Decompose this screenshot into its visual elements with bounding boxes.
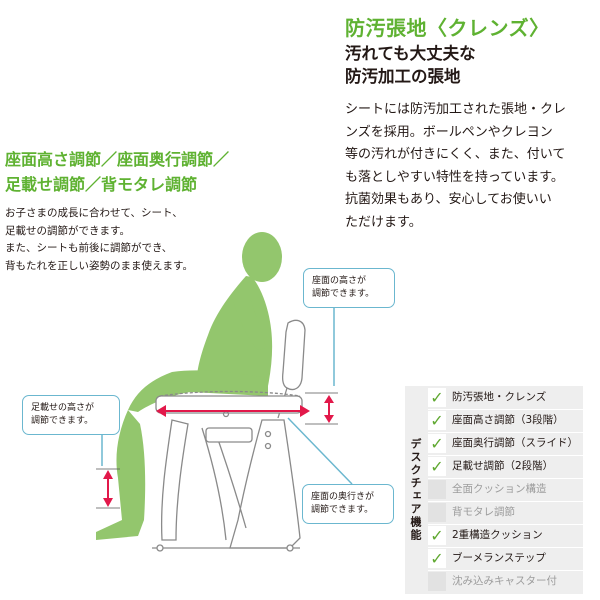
row-divider — [428, 432, 583, 433]
row-divider — [428, 455, 583, 456]
callout-leaders — [101, 306, 353, 485]
cleanse-subtitle-line-2: 防汚加工の張地 — [345, 67, 461, 86]
check-icon: ✓ — [428, 549, 446, 568]
seat-height-callout-line: 座面の高さが — [312, 276, 367, 286]
cleanse-subtitle-line-1: 汚れても大丈夫な — [345, 44, 476, 63]
footrest-guide — [96, 468, 120, 509]
child-figure — [96, 232, 282, 540]
empty-check-box — [428, 572, 446, 591]
cleanse-description-line: 等の汚れが付きにくく、また、付いて — [345, 147, 566, 162]
feature-label: 沈み込みキャスター付 — [452, 575, 557, 587]
cleanse-title: 防汚張地〈クレンズ〉 — [345, 16, 550, 40]
cleanse-description-line: ンズを採用。ボールペンやクレヨン — [345, 124, 553, 140]
check-icon: ✓ — [428, 434, 446, 453]
cleanse-description-line: シートには防汚加工された張地・クレ — [345, 102, 567, 117]
chair-frame — [152, 319, 306, 552]
cleanse-description-line: ただけます。 — [345, 214, 422, 230]
footrest-height-callout-line: 足載せの高さが — [31, 403, 95, 413]
cleanse-description: シートには防汚加工された張地・クレ ンズを採用。ボールペンやクレヨン 等の汚れが… — [345, 99, 566, 234]
adjustment-title: 座面高さ調節／座面奥行調節／ 足載せ調節／背モタレ調節 — [5, 147, 229, 197]
row-divider — [428, 409, 583, 410]
seat-depth-callout-line: 座面の奥行きが — [311, 492, 375, 502]
feature-row: 全面クッション構造 — [425, 479, 583, 500]
feature-row: ✓ 防汚張地・クレンズ — [425, 387, 583, 408]
seat-depth-callout: 座面の奥行きが 調節できます。 — [302, 484, 394, 524]
row-divider — [428, 570, 583, 571]
seat-depth-callout-line: 調節できます。 — [311, 505, 374, 515]
seat-height-callout: 座面の高さが 調節できます。 — [303, 268, 395, 308]
feature-label: ブーメランステップ — [452, 552, 546, 564]
check-icon: ✓ — [428, 526, 446, 545]
feature-row: 背モタレ調節 — [425, 502, 583, 523]
feature-label: 座面奥行調節（スライド） — [452, 437, 578, 449]
cleanse-description-line: も落としやすい特性を持っています。 — [345, 169, 564, 185]
empty-check-box — [428, 480, 446, 499]
feature-label: 背モタレ調節 — [452, 506, 515, 518]
feature-label: 全面クッション構造 — [452, 483, 547, 495]
check-icon: ✓ — [428, 411, 446, 430]
adjustment-description-line: 背もたれを正しい姿勢のまま使えます。 — [5, 259, 193, 272]
footrest-height-callout: 足載せの高さが 調節できます。 — [22, 395, 120, 435]
row-divider — [428, 524, 583, 525]
feature-label: 2重構造クッション — [452, 529, 543, 541]
check-icon: ✓ — [428, 388, 446, 407]
adjustment-title-line: 足載せ調節／背モタレ調節 — [5, 175, 198, 194]
feature-row: ✓ ブーメランステップ — [425, 548, 583, 569]
empty-check-box — [428, 503, 446, 522]
seat-height-guide — [305, 392, 338, 425]
adjustment-description-line: お子さまの成長に合わせて、シート、 — [5, 207, 183, 219]
check-icon: ✓ — [428, 457, 446, 476]
adjustment-description: お子さまの成長に合わせて、シート、 足載せの調節ができます。 また、シートも前後… — [5, 205, 193, 275]
seat-height-callout-line: 調節できます。 — [312, 289, 375, 299]
desk-chair-features-panel: デスクチェア機能 ✓ 防汚張地・クレンズ ✓ 座面高さ調節（3段階） ✓ 座面奥… — [405, 386, 583, 594]
cleanse-description-line: 抗菌効果もあり、安心してお使いい — [345, 192, 552, 207]
adjustment-title-line: 座面高さ調節／座面奥行調節／ — [5, 150, 230, 169]
adjustment-description-line: また、シートも前後に調節ができ、 — [5, 242, 173, 254]
adjustment-description-line: 足載せの調節ができます。 — [5, 224, 130, 237]
row-divider — [428, 547, 583, 548]
double-arrow-icon — [156, 405, 310, 417]
row-divider — [428, 478, 583, 479]
double-arrow-icon — [103, 470, 113, 507]
feature-row: 沈み込みキャスター付 — [425, 571, 583, 592]
features-heading: デスクチェア機能 — [409, 438, 422, 542]
footrest-height-callout-line: 調節できます。 — [31, 416, 94, 426]
double-arrow-icon — [324, 395, 334, 423]
row-divider — [428, 501, 583, 502]
feature-row: ✓ 座面高さ調節（3段階） — [425, 410, 583, 431]
feature-row: ✓ 足載せ調節（2段階） — [425, 456, 583, 477]
feature-row: ✓ 2重構造クッション — [425, 525, 583, 546]
feature-label: 防汚張地・クレンズ — [452, 391, 547, 403]
feature-label: 足載せ調節（2段階） — [452, 460, 554, 472]
feature-label: 座面高さ調節（3段階） — [452, 414, 564, 426]
feature-row: ✓ 座面奥行調節（スライド） — [425, 433, 583, 454]
